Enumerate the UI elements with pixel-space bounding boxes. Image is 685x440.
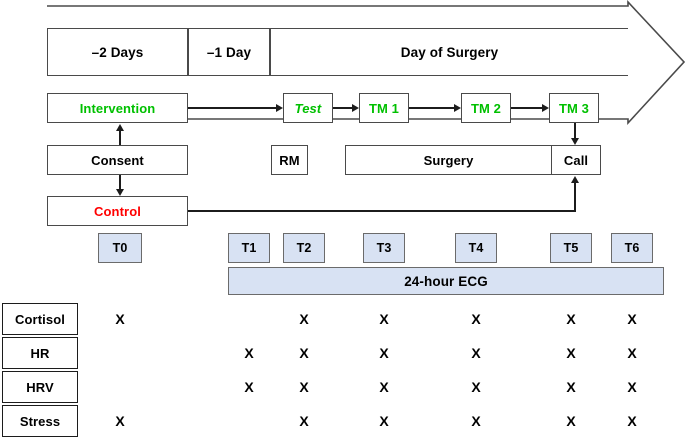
measurement-mark: X [471, 345, 481, 361]
procedure-box-tm1: TM 1 [359, 93, 409, 123]
measurement-mark: X [566, 413, 576, 429]
measurement-mark: X [115, 413, 125, 429]
arrowhead-intervention-to-test [276, 103, 283, 112]
measurement-mark: X [471, 311, 481, 327]
connector-consent-to-control [119, 175, 121, 190]
timepoint-chip-t6: T6 [611, 233, 653, 263]
measure-label-hr: HR [2, 337, 78, 369]
procedure-box-surgery: Surgery [345, 145, 552, 175]
procedure-box-test: Test [283, 93, 333, 123]
timeline-cell-day-of-surgery: Day of Surgery [270, 28, 628, 76]
timepoint-chip-t2: T2 [283, 233, 325, 263]
measurement-mark: X [566, 379, 576, 395]
connector-tm3-to-call [574, 123, 576, 139]
timepoint-label: T6 [624, 241, 640, 255]
connector-control-horizontal [188, 210, 576, 212]
group-box-intervention: Intervention [47, 93, 188, 123]
procedure-label-surgery: Surgery [423, 152, 474, 168]
measurement-mark: X [627, 413, 637, 429]
arrowhead-tm2-to-tm3 [542, 103, 549, 112]
ecg-label: 24-hour ECG [404, 273, 488, 289]
ecg-duration-bar: 24-hour ECG [228, 267, 664, 295]
connector-consent-to-intervention [119, 130, 121, 147]
timeline-cell-1-day: –1 Day [188, 28, 270, 76]
timepoint-label: T2 [296, 241, 312, 255]
measurement-mark: X [471, 413, 481, 429]
measure-label-hrv: HRV [2, 371, 78, 403]
procedure-label-tm3: TM 3 [558, 100, 589, 116]
timepoint-label: T4 [468, 241, 484, 255]
measurement-mark: X [379, 379, 389, 395]
measurement-mark: X [299, 311, 309, 327]
connector-tm1-to-tm2 [409, 107, 454, 109]
procedure-box-tm3: TM 3 [549, 93, 599, 123]
procedure-box-tm2: TM 2 [461, 93, 511, 123]
timepoint-label: T3 [376, 241, 392, 255]
procedure-label-tm2: TM 2 [470, 100, 501, 116]
arrowhead-tm3-to-call [570, 138, 579, 145]
measurement-mark: X [299, 379, 309, 395]
timeline-cell-2-days: –2 Days [47, 28, 188, 76]
group-box-control: Control [47, 196, 188, 226]
group-box-consent: Consent [47, 145, 188, 175]
measure-label-cortisol: Cortisol [2, 303, 78, 335]
timepoint-chip-t5: T5 [550, 233, 592, 263]
group-label-consent: Consent [91, 152, 144, 168]
measurement-mark: X [244, 379, 254, 395]
measurement-mark: X [566, 311, 576, 327]
timepoint-label: T1 [241, 241, 257, 255]
arrowhead-tm1-to-tm2 [454, 103, 461, 112]
measure-label-text: Stress [19, 413, 61, 429]
measure-label-text: HR [30, 345, 50, 361]
measurement-mark: X [379, 311, 389, 327]
arrowhead-consent-to-intervention [115, 124, 124, 131]
measurement-mark: X [627, 345, 637, 361]
timeline-cell-label: –2 Days [91, 44, 144, 60]
procedure-box-rm: RM [271, 145, 308, 175]
arrowhead-test-to-tm1 [352, 103, 359, 112]
measure-label-stress: Stress [2, 405, 78, 437]
arrowhead-consent-to-control [115, 189, 124, 196]
connector-intervention-to-test [188, 107, 276, 109]
measurement-mark: X [379, 345, 389, 361]
procedure-label-rm: RM [279, 152, 300, 168]
timepoint-label: T5 [563, 241, 579, 255]
arrowhead-control-to-call [570, 176, 579, 183]
timepoint-chip-t3: T3 [363, 233, 405, 263]
procedure-label-call: Call [563, 152, 589, 168]
group-label-intervention: Intervention [79, 100, 156, 116]
timeline-cell-label: –1 Day [206, 44, 252, 60]
measurement-mark: X [244, 345, 254, 361]
timepoint-chip-t0: T0 [98, 233, 142, 263]
connector-tm2-to-tm3 [511, 107, 542, 109]
measure-label-text: Cortisol [15, 311, 65, 327]
measure-label-text: HRV [26, 379, 54, 395]
measurement-mark: X [379, 413, 389, 429]
measurement-mark: X [115, 311, 125, 327]
timeline-cell-label: Day of Surgery [400, 44, 499, 60]
procedure-label-test: Test [294, 100, 322, 116]
procedure-box-call: Call [551, 145, 601, 175]
timepoint-chip-t4: T4 [455, 233, 497, 263]
connector-test-to-tm1 [333, 107, 352, 109]
group-label-control: Control [94, 203, 141, 219]
measurement-mark: X [299, 345, 309, 361]
measurement-mark: X [627, 311, 637, 327]
procedure-label-tm1: TM 1 [368, 100, 399, 116]
measurement-mark: X [471, 379, 481, 395]
timepoint-chip-t1: T1 [228, 233, 270, 263]
timepoint-label: T0 [112, 241, 128, 255]
measurement-mark: X [627, 379, 637, 395]
measurement-mark: X [566, 345, 576, 361]
connector-control-vertical [574, 182, 576, 211]
measurement-mark: X [299, 413, 309, 429]
